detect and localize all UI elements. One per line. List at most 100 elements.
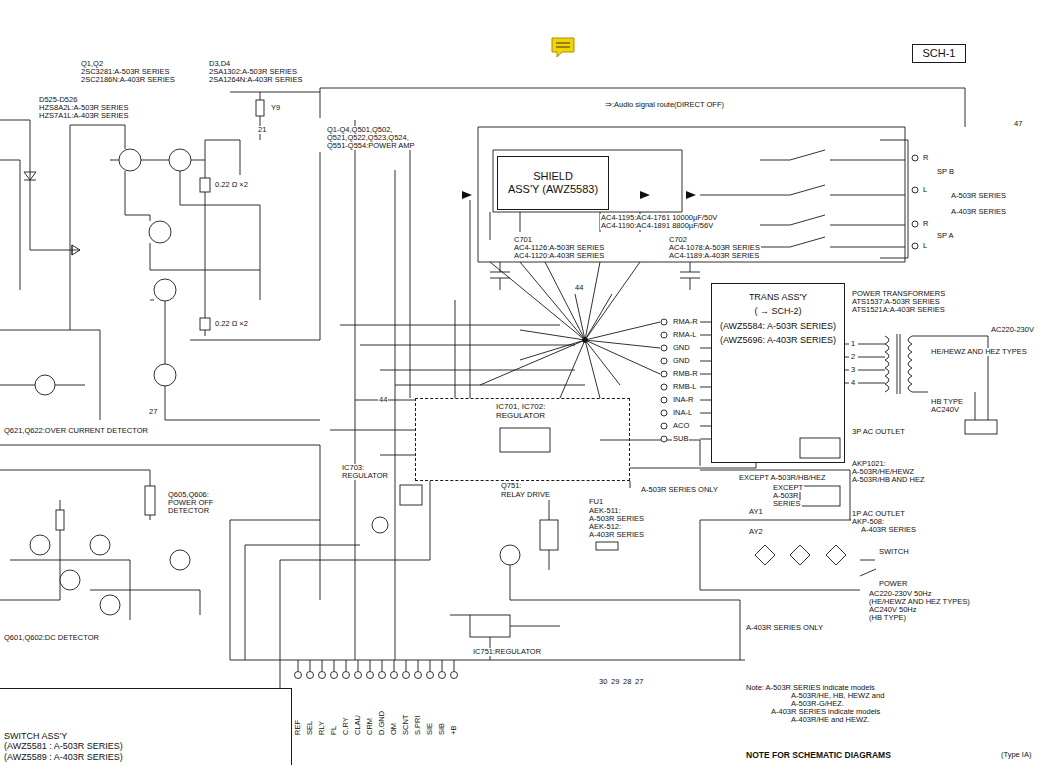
connector-pin — [379, 672, 386, 679]
connector-pin — [295, 672, 302, 679]
part-label: PL — [330, 725, 338, 736]
part-label: C701 — [513, 236, 533, 244]
assembly-box: SHIELDASS'Y (AWZ5583) — [497, 156, 609, 210]
ground-star-wire — [480, 262, 660, 398]
speaker-terminal — [912, 155, 918, 161]
pin-terminal — [661, 397, 667, 403]
resistor-symbol — [200, 318, 210, 330]
speaker-terminal-block — [880, 140, 908, 258]
part-label: AKP1021: — [851, 460, 887, 468]
part-label: REF — [294, 719, 302, 736]
relay-coil — [540, 520, 558, 550]
comment-icon — [552, 38, 574, 57]
part-label: EXCEPT A-503R/HB/HEZ — [738, 474, 827, 482]
speaker-terminal — [912, 187, 918, 193]
transistor-symbol — [119, 149, 141, 171]
connector-pin — [367, 672, 374, 679]
transistor-symbol — [35, 375, 55, 395]
part-label: A-403R/HE and HEWZ. — [790, 716, 871, 724]
part-label: A-503R/HE, HB, HEWZ and — [790, 692, 885, 700]
connector-pin — [415, 672, 422, 679]
part-label: A-503R-G/HEZ. — [790, 700, 845, 708]
part-label: HE/HEWZ AND HEZ TYPES — [930, 348, 1028, 356]
part-label: POWER — [878, 580, 908, 588]
part-label: AC4-1190:AC4-1891 8800µF/56V — [600, 222, 714, 230]
transistor-symbol — [30, 535, 50, 555]
wire-connector — [280, 481, 430, 688]
part-label: Q605,Q606: — [167, 491, 210, 499]
part-label: RMA-L — [672, 331, 697, 339]
part-label: 2SC2186N:A-403R SERIES — [80, 76, 176, 84]
part-label: GND — [672, 344, 691, 352]
part-label: 21 — [257, 126, 267, 134]
connector-pin — [403, 672, 410, 679]
part-label: S.PRI — [414, 714, 422, 736]
part-label: ATS1521A:A-403R SERIES — [851, 306, 946, 314]
part-label: 4 — [850, 379, 856, 387]
resistor-symbol — [56, 510, 64, 530]
shield-outline — [493, 150, 682, 212]
part-label: Note: A-503R SERIES indicate models — [745, 684, 876, 692]
ic-symbol — [400, 485, 422, 505]
assembly-box: SWITCH ASS'Y(AWZ5581 : A-503R SERIES)(AW… — [0, 688, 292, 765]
part-label: RELAY DRIVE — [500, 491, 551, 499]
part-label: SERIES — [772, 500, 802, 508]
assembly-detail: ASS'Y (AWZ5583) — [508, 183, 598, 196]
part-label: A-403R SERIES ONLY — [745, 624, 824, 632]
part-label: FU1 — [588, 498, 604, 506]
part-label: 29 — [610, 678, 620, 686]
connector-pin — [343, 672, 350, 679]
part-label: AY1 — [748, 508, 764, 516]
part-label: 30 — [598, 678, 608, 686]
part-label: 3P AC OUTLET — [851, 428, 906, 436]
assembly-detail: (AWZ5581 : A-503R SERIES) — [4, 741, 123, 751]
part-label: DETECTOR — [167, 507, 210, 515]
part-label: A-403R SERIES — [588, 531, 645, 539]
connector-pin — [391, 672, 398, 679]
part-label: AC4-1189:A-403R SERIES — [668, 252, 760, 260]
part-label: AY2 — [748, 528, 764, 536]
part-label: POWER TRANSFORMERS — [851, 290, 946, 298]
transistor-symbol — [169, 149, 191, 171]
connector-pin — [331, 672, 338, 679]
part-label: AEK-511: — [588, 507, 622, 515]
part-label: 1P AC OUTLET — [851, 510, 906, 518]
part-label: RMB-L — [672, 383, 697, 391]
transformer-coil — [885, 334, 988, 420]
part-label: D3,D4 — [208, 60, 231, 68]
transistor-symbol — [372, 517, 388, 533]
part-label: HZS7A1L:A-403R SERIES — [38, 112, 130, 120]
part-label: INA-L — [672, 409, 693, 417]
part-label: C702 — [668, 236, 688, 244]
part-label: HZS8A2L:A-503R SERIES — [38, 104, 130, 112]
ac-outlet — [800, 486, 840, 506]
part-label: D525-D526 — [38, 96, 78, 104]
transistor-symbol — [154, 364, 176, 386]
part-label: REGULATOR — [341, 472, 389, 480]
connector-pin — [427, 672, 434, 679]
part-label: SP A — [936, 232, 955, 240]
connector-pin — [439, 672, 446, 679]
assembly-title: SWITCH ASS'Y — [4, 731, 67, 741]
part-label: IC703: — [341, 464, 365, 472]
part-label: D.GND — [378, 710, 386, 736]
part-label: Y9 — [270, 104, 281, 112]
part-label: (Type IA) — [1000, 751, 1032, 759]
part-label: A-503R SERIES — [588, 515, 645, 523]
part-label: AC4-1078:A-503R SERIES — [668, 244, 761, 252]
part-label: R — [922, 154, 929, 162]
part-label: Q1,Q2 — [80, 60, 104, 68]
diode-symbol — [24, 172, 80, 255]
part-label: C.RY — [342, 716, 350, 736]
bridge-rectifier — [755, 545, 846, 565]
ic-symbol — [500, 428, 550, 452]
part-label: A-503R SERIES ONLY — [640, 486, 719, 494]
part-label: +B — [450, 725, 458, 736]
part-label: ACO — [672, 422, 690, 430]
resistor-symbol — [145, 486, 155, 515]
part-label: 2SA1264N:A-403R SERIES — [208, 76, 303, 84]
assembly-box: TRANS ASS'Y( → SCH-2)(AWZ5584: A-503R SE… — [711, 283, 845, 463]
wire — [230, 440, 876, 660]
part-label: Q521,Q522,Q523,Q524, — [326, 134, 410, 142]
